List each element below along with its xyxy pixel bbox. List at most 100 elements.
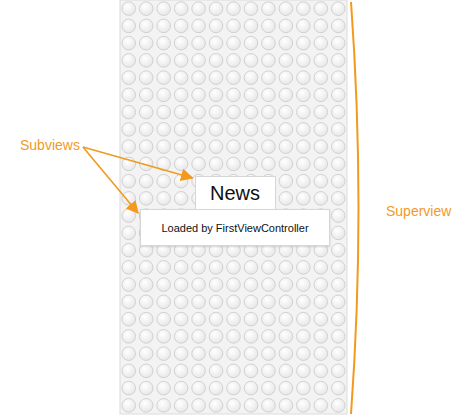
board-stud bbox=[227, 140, 241, 154]
board-stud bbox=[262, 347, 276, 361]
board-stud bbox=[174, 2, 188, 16]
board-stud bbox=[227, 278, 241, 292]
board-stud bbox=[331, 105, 345, 119]
board-stud bbox=[297, 312, 311, 326]
board-stud bbox=[192, 2, 206, 16]
board-stud bbox=[192, 140, 206, 154]
board-stud bbox=[331, 261, 345, 275]
board-stud bbox=[331, 295, 345, 309]
board-stud bbox=[297, 174, 311, 188]
board-stud bbox=[122, 2, 136, 16]
board-stud bbox=[139, 381, 153, 395]
board-stud bbox=[157, 123, 171, 137]
board-stud bbox=[262, 295, 276, 309]
board-stud bbox=[192, 261, 206, 275]
board-stud bbox=[331, 278, 345, 292]
board-stud bbox=[297, 71, 311, 85]
board-stud bbox=[139, 261, 153, 275]
board-stud bbox=[297, 330, 311, 344]
board-stud bbox=[192, 157, 206, 171]
board-stud bbox=[297, 2, 311, 16]
board-stud bbox=[192, 123, 206, 137]
board-stud bbox=[314, 123, 328, 137]
board-stud bbox=[139, 399, 153, 413]
board-stud bbox=[209, 36, 223, 50]
board-stud bbox=[279, 381, 293, 395]
board-stud bbox=[331, 209, 345, 223]
board-stud bbox=[279, 312, 293, 326]
board-stud bbox=[209, 105, 223, 119]
board-stud bbox=[139, 174, 153, 188]
board-stud bbox=[139, 140, 153, 154]
board-stud bbox=[331, 381, 345, 395]
board-stud bbox=[227, 71, 241, 85]
board-stud bbox=[262, 36, 276, 50]
board-stud bbox=[297, 347, 311, 361]
board-stud bbox=[331, 71, 345, 85]
board-stud bbox=[157, 261, 171, 275]
board-stud bbox=[209, 381, 223, 395]
board-stud bbox=[122, 243, 136, 257]
board-stud bbox=[244, 157, 258, 171]
board-stud bbox=[279, 105, 293, 119]
board-stud bbox=[157, 105, 171, 119]
board-stud bbox=[331, 2, 345, 16]
board-stud bbox=[314, 192, 328, 206]
board-stud bbox=[122, 278, 136, 292]
board-stud bbox=[297, 19, 311, 33]
board-stud bbox=[279, 174, 293, 188]
board-stud bbox=[139, 2, 153, 16]
board-stud bbox=[157, 174, 171, 188]
board-stud bbox=[192, 295, 206, 309]
board-stud bbox=[139, 295, 153, 309]
board-stud bbox=[331, 123, 345, 137]
board-stud bbox=[174, 140, 188, 154]
board-stud bbox=[297, 399, 311, 413]
board-stud bbox=[314, 19, 328, 33]
view-text: News bbox=[210, 182, 260, 205]
board-stud bbox=[227, 312, 241, 326]
board-stud bbox=[139, 88, 153, 102]
board-stud bbox=[262, 123, 276, 137]
board-stud bbox=[139, 347, 153, 361]
board-stud bbox=[331, 140, 345, 154]
board-stud bbox=[227, 36, 241, 50]
board-stud bbox=[122, 174, 136, 188]
board-stud bbox=[279, 157, 293, 171]
board-stud bbox=[279, 71, 293, 85]
board-stud bbox=[122, 105, 136, 119]
board-stud bbox=[262, 71, 276, 85]
board-stud bbox=[262, 381, 276, 395]
leader-arrow bbox=[83, 147, 193, 178]
board-plate bbox=[120, 0, 347, 414]
board-stud bbox=[314, 381, 328, 395]
callout-label: Subviews bbox=[20, 137, 80, 153]
board-stud bbox=[192, 399, 206, 413]
board-stud bbox=[314, 54, 328, 68]
board-stud bbox=[139, 19, 153, 33]
board-stud bbox=[279, 347, 293, 361]
board-stud bbox=[209, 71, 223, 85]
board-stud bbox=[122, 19, 136, 33]
callout-label: Superview bbox=[386, 203, 451, 219]
board-stud bbox=[157, 192, 171, 206]
board-stud bbox=[192, 54, 206, 68]
board-stud bbox=[244, 364, 258, 378]
board-stud bbox=[314, 312, 328, 326]
board-stud bbox=[314, 36, 328, 50]
board-stud bbox=[192, 381, 206, 395]
board-stud bbox=[262, 312, 276, 326]
board-stud bbox=[209, 19, 223, 33]
board-stud bbox=[122, 261, 136, 275]
board-stud bbox=[279, 2, 293, 16]
board-stud bbox=[314, 88, 328, 102]
board-stud bbox=[244, 381, 258, 395]
board-stud bbox=[174, 36, 188, 50]
board-stud bbox=[297, 88, 311, 102]
board-stud bbox=[227, 19, 241, 33]
board-stud bbox=[192, 312, 206, 326]
board-stud bbox=[192, 364, 206, 378]
board-stud bbox=[279, 261, 293, 275]
board-stud bbox=[174, 105, 188, 119]
board-stud bbox=[157, 347, 171, 361]
